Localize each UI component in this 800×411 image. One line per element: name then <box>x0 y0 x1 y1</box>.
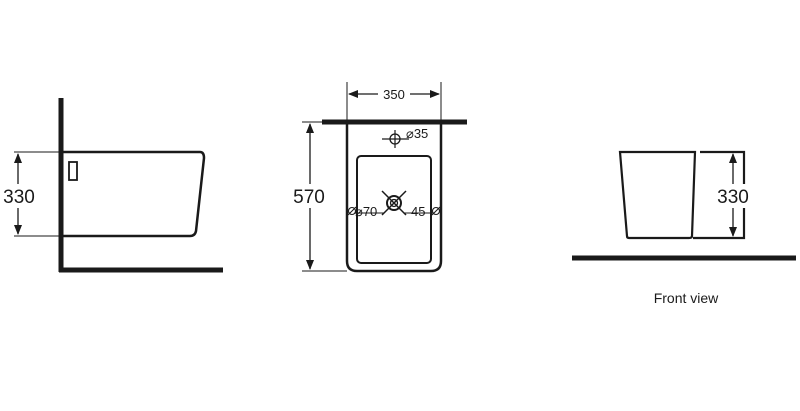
front-view: 330 Front view <box>572 150 796 306</box>
top-length-label: 570 <box>293 187 325 208</box>
side-toilet-body <box>62 150 206 238</box>
top-view: 350 570 ⌀35 ⌀70 45 <box>290 82 467 273</box>
top-width-label: 350 <box>383 87 405 102</box>
top-left-diameter-label: ⌀70 <box>355 204 377 219</box>
front-view-caption: Front view <box>654 290 719 306</box>
side-inlet-rect <box>68 161 78 181</box>
top-inlet-circle <box>389 133 401 145</box>
top-left-diameter-symbol <box>347 206 357 216</box>
top-outlet-outer <box>386 195 402 211</box>
top-outer-body <box>345 124 443 273</box>
top-right-label: 45 <box>411 204 425 219</box>
front-height-label: 330 <box>717 187 749 208</box>
top-inner-bowl <box>356 155 432 264</box>
top-right-diameter-symbol <box>431 206 441 216</box>
top-inlet-diameter-label: ⌀35 <box>406 126 428 141</box>
side-view: 330 <box>1 98 223 273</box>
front-body-left <box>618 150 697 240</box>
top-outlet-diagonal-b <box>381 190 407 216</box>
top-outlet-inner <box>389 198 399 208</box>
side-height-label: 330 <box>3 187 35 208</box>
